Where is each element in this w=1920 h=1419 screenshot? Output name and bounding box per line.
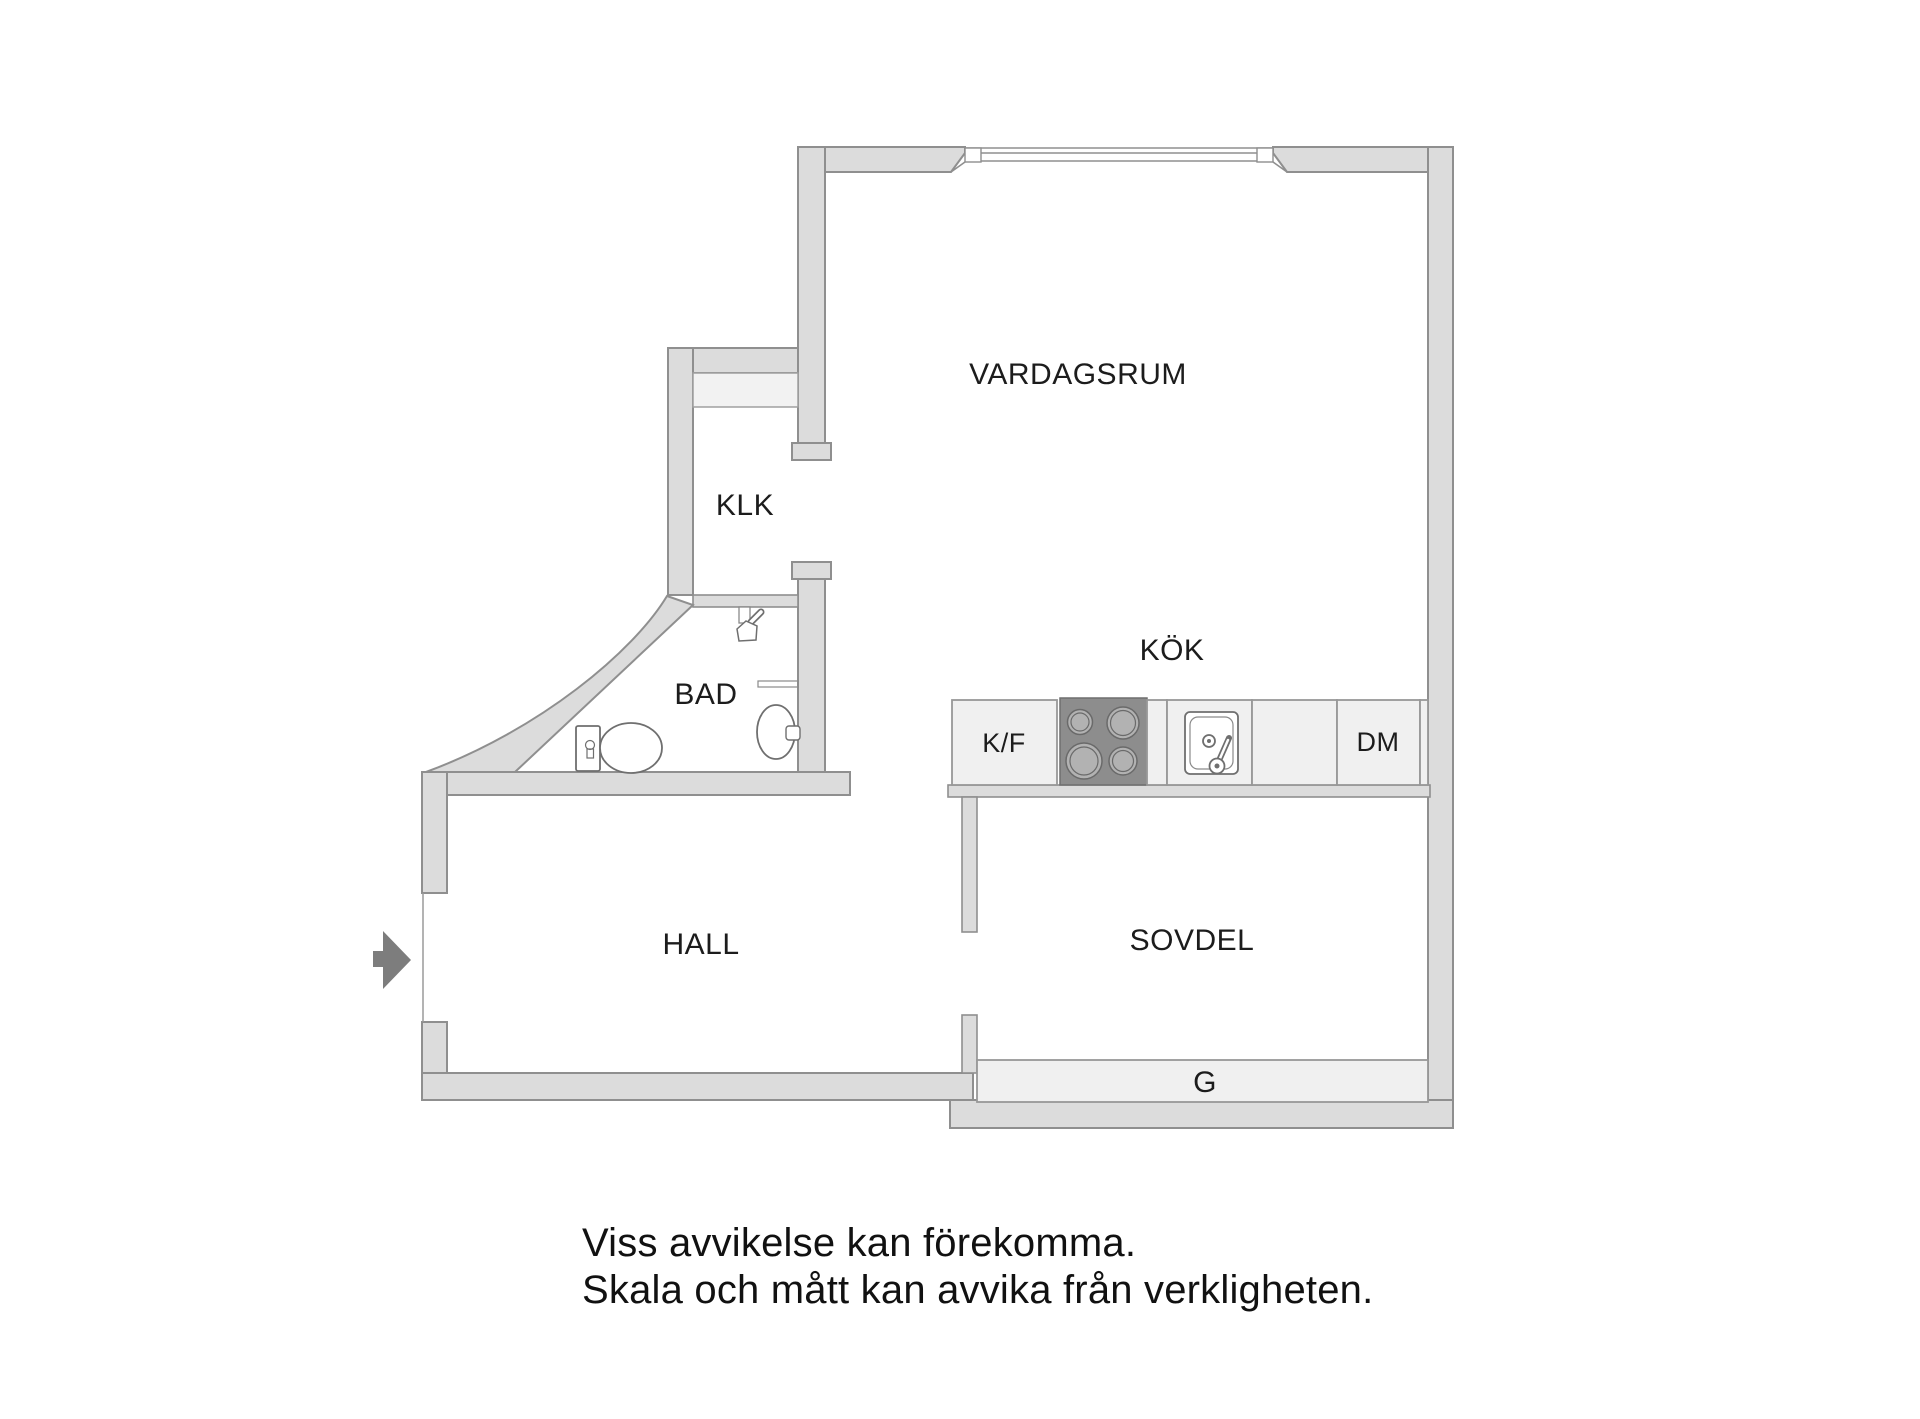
disclaimer-line-1: Viss avvikelse kan förekomma. [582, 1221, 1136, 1265]
counter-plain-section [1251, 699, 1338, 786]
room-label-klk: KLK [716, 489, 774, 522]
room-label-bad: BAD [674, 678, 737, 711]
wall-hall-left-upper [421, 771, 448, 894]
wall-jamb-lower [791, 561, 832, 580]
wall-klk-right-upper [797, 146, 826, 444]
fixture-label-kf: K/F [982, 728, 1026, 758]
wall-klk-left [667, 347, 694, 596]
fridge-freezer-box [951, 699, 1058, 786]
wall-sovdel-left-upper [961, 796, 978, 933]
entrance-arrow-icon [373, 931, 411, 989]
wall-klk-bottom [692, 594, 799, 608]
fixture-label-g: G [1193, 1066, 1217, 1099]
shower-valve-icon [736, 606, 765, 642]
wall-sovdel-left-lower [961, 1014, 978, 1074]
counter-end-strip [1419, 699, 1429, 786]
wall-right [1427, 146, 1454, 1129]
wardrobe-g-box [976, 1059, 1429, 1103]
wall-jamb-upper [791, 442, 832, 461]
wall-hall-top [421, 771, 851, 796]
room-label-hall: HALL [662, 928, 739, 961]
wall-hall-bottom [421, 1072, 974, 1101]
wall-bad-right [797, 578, 826, 773]
dishwasher-box [1336, 699, 1421, 786]
fixture-label-dm: DM [1357, 727, 1400, 757]
kitchen-counter [951, 697, 1429, 786]
counter-strip [1146, 699, 1168, 786]
toilet-icon [575, 722, 663, 774]
klk-wardrobe-icon [692, 372, 799, 408]
room-label-sovdel: SOVDEL [1130, 924, 1255, 957]
wall-top-right [1272, 146, 1454, 173]
kitchen-sink-icon [1184, 711, 1239, 775]
wall-kok-sovdel [947, 784, 1431, 798]
room-label-kok: KÖK [1140, 634, 1205, 667]
wall-bottom-right [949, 1099, 1454, 1129]
window-icon [950, 147, 1288, 173]
bath-sink-icon [756, 680, 801, 760]
room-label-vardagsrum: VARDAGSRUM [969, 358, 1187, 391]
disclaimer-line-2: Skala och mått kan avvika från verklighe… [582, 1268, 1373, 1312]
